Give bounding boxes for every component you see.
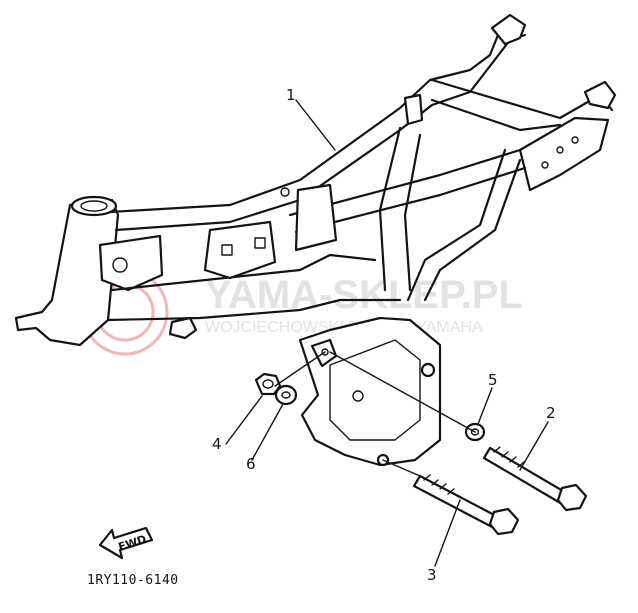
part-label-2: 2 [546,404,556,422]
part-label-6: 6 [246,455,256,473]
fwd-arrow-icon: FWD [98,526,154,560]
washer-part-6 [274,384,298,406]
bolt-part-2 [482,446,588,512]
drawing-code: 1RY110-6140 [87,573,179,588]
part-label-5: 5 [488,371,498,389]
engine-mount-bracket [298,316,442,467]
assembly-lines [274,351,476,477]
leader-lines [225,99,549,567]
nut-part [254,372,282,396]
watermark-brand: YAMA-SKLEP.PL [205,273,523,317]
part-label-1: 1 [286,86,296,104]
part-labels: 1 2 3 4 5 6 [212,86,556,584]
main-frame [14,13,617,347]
bolt-part-3 [412,474,520,536]
part-label-4: 4 [212,435,222,453]
part-label-3: 3 [427,566,437,584]
